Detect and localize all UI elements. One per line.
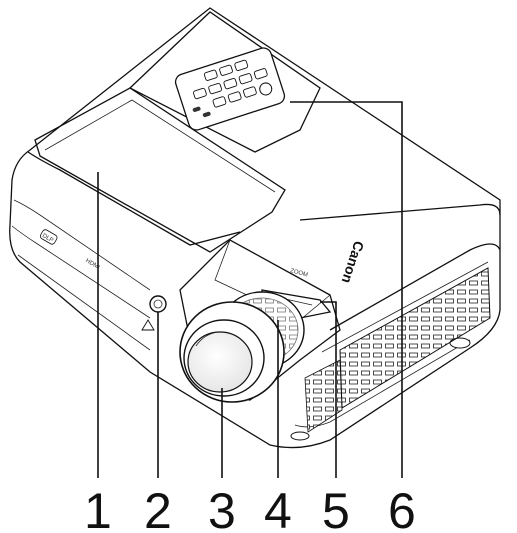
callout-4: 4 xyxy=(264,483,292,533)
front-labels: DLP HDMI xyxy=(39,229,101,271)
callout-5: 5 xyxy=(322,483,350,533)
control-panel xyxy=(128,11,321,153)
projector-body xyxy=(9,7,501,449)
warning-icon xyxy=(141,319,155,331)
remote-sensor xyxy=(149,295,167,313)
callout-2: 2 xyxy=(144,483,172,533)
leader-line-5 xyxy=(320,301,337,478)
side-vents xyxy=(304,267,491,433)
brand-logo-text: Canon xyxy=(339,239,368,285)
callout-1: 1 xyxy=(84,483,112,533)
callout-6: 6 xyxy=(388,483,416,533)
projection-lens xyxy=(179,301,285,403)
callout-numbers: 1 2 3 4 5 6 xyxy=(84,483,416,533)
leader-lines xyxy=(97,101,403,478)
leader-line-6 xyxy=(290,101,403,478)
zoom-label: ZOOM xyxy=(289,268,308,278)
dlp-logo-text: DLP xyxy=(41,233,54,244)
callout-3: 3 xyxy=(208,483,236,533)
